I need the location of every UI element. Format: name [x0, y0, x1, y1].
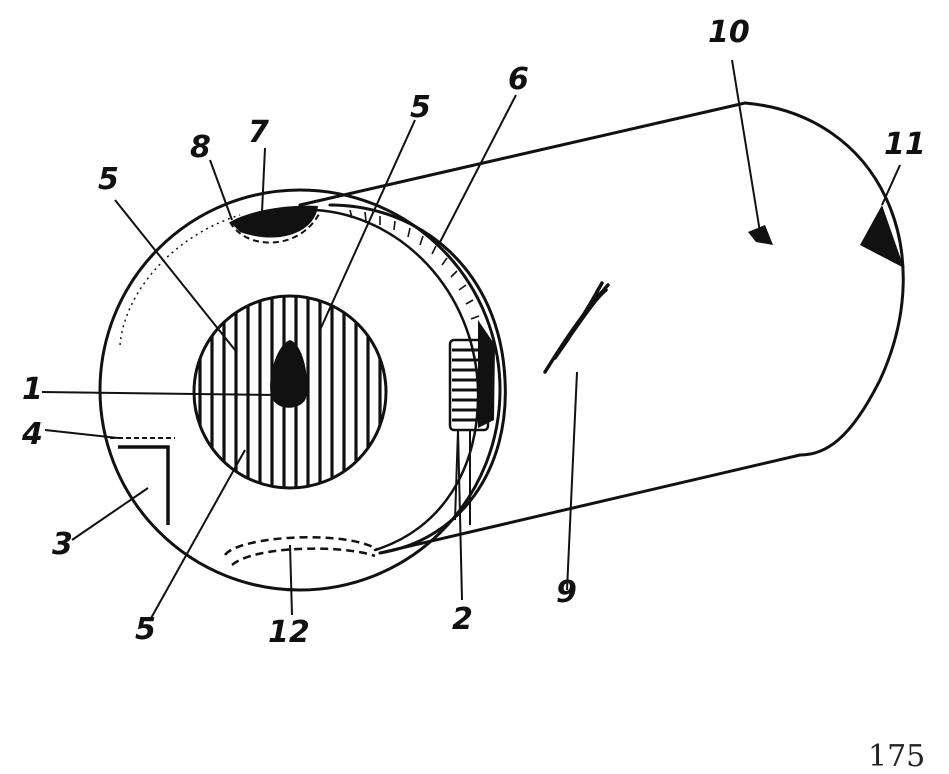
label-10: 10: [708, 15, 750, 50]
label-2: 2: [452, 602, 473, 637]
label-8: 8: [190, 130, 211, 165]
coil-block: [448, 320, 495, 525]
bracket-3-4: [110, 437, 175, 525]
label-9: 9: [556, 575, 577, 610]
label-5-left: 5: [98, 162, 119, 197]
ring-arc-inner: [313, 208, 480, 552]
page-number: 175: [868, 739, 926, 774]
label-6: 6: [508, 62, 529, 97]
leader-lines: [41, 59, 901, 621]
front-disc: [98, 188, 502, 592]
mark-10: [748, 225, 773, 245]
cylinder-bottom-edge: [378, 453, 802, 555]
inner-circle: [192, 294, 388, 490]
label-3: 3: [52, 527, 73, 562]
label-11: 11: [884, 127, 926, 162]
center-teardrop: [270, 340, 308, 408]
label-5-bottom: 5: [135, 612, 156, 647]
label-4: 4: [22, 417, 43, 452]
top-dashed-opening: [229, 211, 321, 244]
ring-scale: [349, 209, 480, 320]
top-hatched-opening: [230, 205, 318, 238]
label-12: 12: [268, 615, 310, 650]
label-1: 1: [22, 372, 43, 407]
cylinder-far-end: [743, 101, 905, 457]
label-7: 7: [248, 115, 269, 150]
bottom-dashed-window: [224, 536, 379, 566]
mark-11: [860, 205, 904, 268]
cylinder-top-edge: [298, 101, 747, 207]
feather-mark: [543, 281, 610, 374]
label-5-top: 5: [410, 90, 431, 125]
